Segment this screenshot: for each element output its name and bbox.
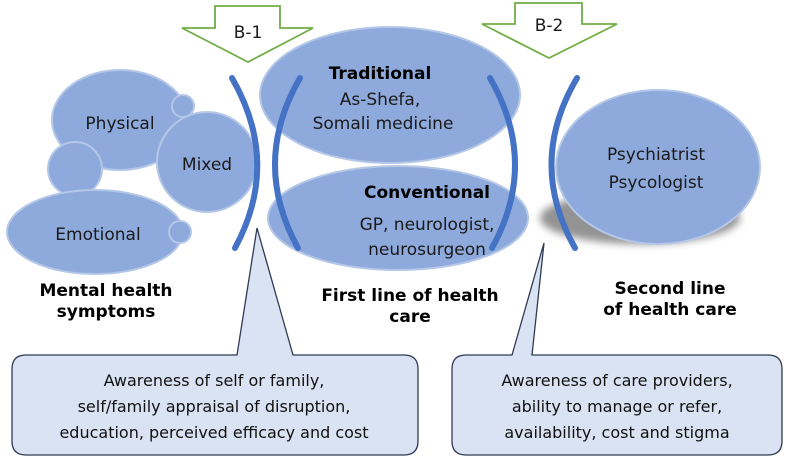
emotional-label: Emotional [55, 225, 140, 245]
small-bubble [47, 141, 103, 197]
arrow-b2: B-2 [481, 2, 618, 60]
callout-left-shape [11, 227, 419, 456]
small-bubble [168, 220, 192, 244]
bracket-right-2 [548, 75, 580, 251]
psychologist-label: Psycologist [609, 173, 704, 193]
physical-label: Physical [85, 114, 154, 134]
mixed-label: Mixed [182, 155, 232, 175]
bracket-right-1 [487, 75, 518, 251]
second-line-caption: Second line [614, 279, 725, 299]
callout-right: Awareness of care providers, ability to … [451, 242, 783, 456]
traditional-text: Somali medicine [313, 114, 454, 134]
callout-right-shape [451, 242, 783, 456]
first-line-care: Traditional As-Shefa, Somali medicine Co… [259, 26, 529, 271]
arrow-b1: B-1 [181, 5, 314, 64]
arrow-b2-shape [481, 2, 618, 60]
arrow-b1-shape [181, 5, 314, 64]
first-line-caption: First line of health [321, 286, 498, 306]
callout-left-line: self/family appraisal of disruption, [78, 397, 351, 416]
conventional-text: neurosurgeon [368, 240, 486, 260]
traditional-text: As-Shefa, [340, 90, 420, 110]
callout-right-line: availability, cost and stigma [504, 423, 729, 442]
traditional-ellipse [259, 26, 521, 164]
second-line-care: Psychiatrist Psycologist [540, 89, 761, 245]
callout-left-line: education, perceived efficacy and cost [59, 423, 368, 442]
psychiatrist-label: Psychiatrist [607, 145, 705, 165]
symptoms-caption: symptoms [57, 302, 156, 322]
second-line-ellipse [555, 89, 761, 245]
conventional-title: Conventional [364, 183, 490, 203]
arrow-b1-label: B-1 [234, 23, 263, 43]
traditional-title: Traditional [329, 64, 432, 84]
callout-right-line: Awareness of care providers, [501, 371, 732, 390]
arrow-b2-label: B-2 [535, 16, 564, 36]
symptoms-caption: Mental health [39, 281, 172, 301]
callout-left-line: Awareness of self or family, [104, 371, 325, 390]
callout-right-line: ability to manage or refer, [512, 397, 722, 416]
bracket-left-2 [272, 75, 303, 251]
symptom-bubbles: Physical Mixed Emotional [6, 69, 258, 275]
conventional-text: GP, neurologist, [360, 215, 495, 235]
bracket-left-1 [229, 75, 261, 251]
brackets [229, 75, 580, 251]
second-line-caption: of health care [603, 300, 737, 320]
conventional-ellipse [267, 165, 529, 271]
captions: Mental health symptoms First line of hea… [39, 279, 736, 327]
callout-left: Awareness of self or family, self/family… [11, 227, 419, 456]
first-line-caption: care [389, 307, 430, 327]
